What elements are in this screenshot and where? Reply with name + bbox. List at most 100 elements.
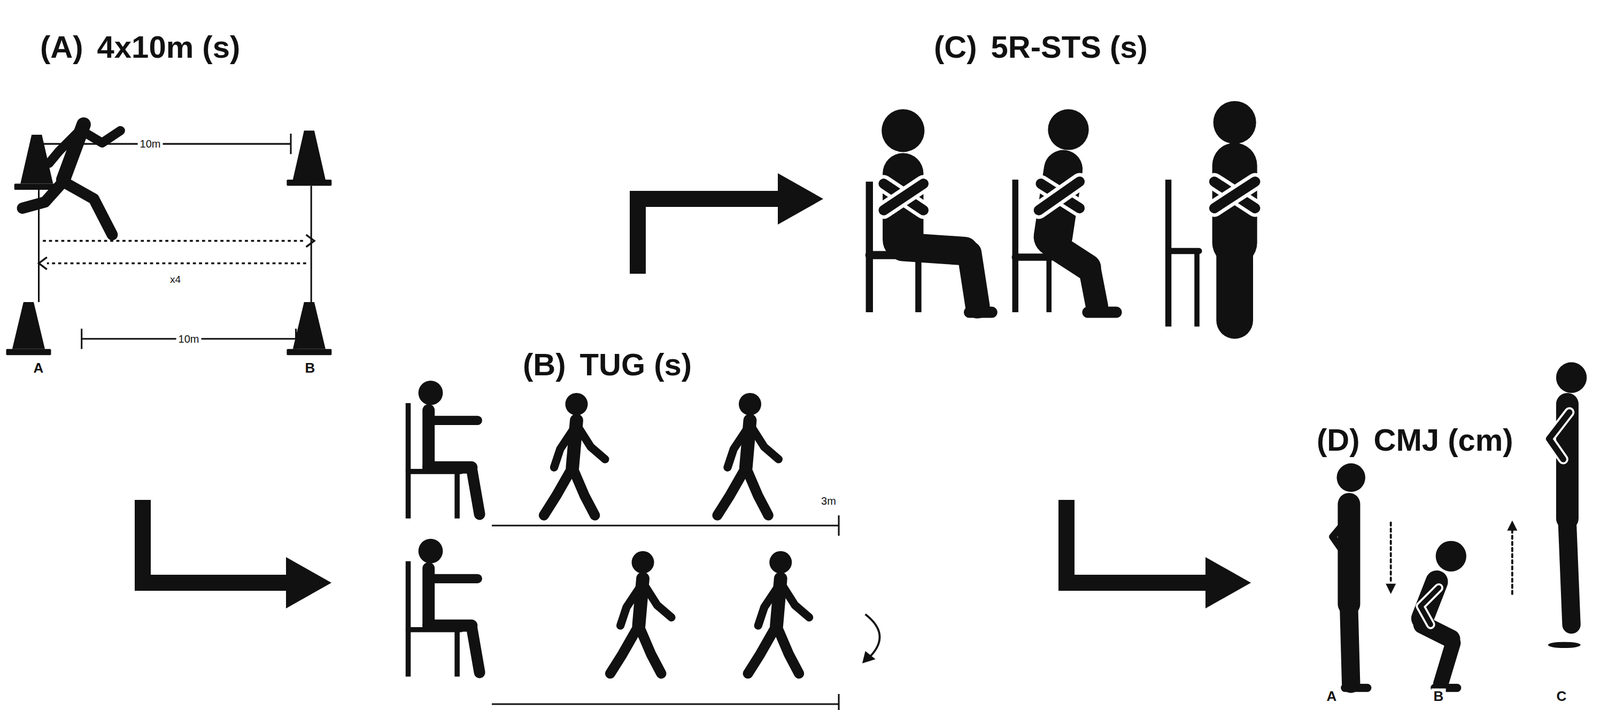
arrow-shaft (637, 198, 779, 274)
sit-to-stand-figure (1214, 181, 1255, 209)
flow-arrow (142, 499, 332, 609)
sit-to-stand-figure (915, 254, 922, 313)
jump-figure (1345, 683, 1368, 692)
distance-label: 10m (176, 333, 202, 345)
shuttle-run-figure (63, 181, 113, 235)
jump-figure (1332, 362, 1587, 689)
sit-to-stand-figure (969, 306, 992, 319)
panel-heading: (D) CMJ (cm) (1316, 422, 1514, 459)
jump-figure (1440, 643, 1453, 684)
tug-figure (491, 515, 880, 710)
sit-to-stand-figure (1213, 101, 1257, 144)
flow-arrow (637, 173, 824, 274)
shuttle-run-figure (39, 133, 315, 350)
arrow-head (286, 557, 332, 609)
shuttle-run-figure (49, 130, 80, 164)
panel-title: CMJ (cm) (1373, 422, 1514, 459)
sit-to-stand-figure (1214, 181, 1255, 209)
sit-to-stand-figure (1194, 251, 1200, 327)
jump-figure (1420, 587, 1439, 625)
shuttle-run-figure (306, 234, 315, 247)
sit-to-stand-figure (902, 246, 965, 252)
panel-letter: (D) (1316, 422, 1360, 459)
sit-to-stand-figure (883, 183, 924, 211)
arrow-head (1205, 557, 1251, 609)
shuttle-run-figure (81, 130, 121, 143)
panel-title: TUG (s) (580, 346, 692, 383)
point-letter: A (31, 360, 46, 376)
tug-figure (865, 614, 880, 657)
distance-label: x4 (167, 274, 183, 286)
tug-figure (408, 380, 880, 710)
panel-title: 5R-STS (s) (991, 29, 1148, 66)
point-letter: B (1431, 688, 1447, 705)
shuttle-run-figure (22, 91, 121, 235)
distance-label: 3m (818, 495, 839, 507)
distance-label: 10m (137, 137, 164, 150)
panel-heading: (C)5R-STS (s) (933, 29, 1148, 66)
jump-figure (1511, 530, 1514, 594)
sit-to-stand-figure (1012, 179, 1019, 313)
sit-to-stand-figure (969, 252, 978, 306)
jump-figure (1549, 412, 1570, 460)
sit-to-stand-figure (881, 109, 925, 152)
sit-to-stand-figure (869, 101, 1256, 327)
jump-figure (1549, 412, 1570, 460)
jump-figure (1567, 524, 1572, 625)
shuttle-run-figure (292, 130, 326, 180)
shuttle-run-figure (5, 349, 51, 355)
tug-figure (408, 538, 481, 677)
tug-figure (717, 392, 779, 516)
point-letter: A (1324, 688, 1340, 705)
test-panel: (D) CMJ (cm) (1250, 374, 1596, 706)
sit-to-stand-figure (1216, 252, 1254, 321)
sit-to-stand-figure (1087, 306, 1117, 319)
arrow-head (777, 173, 824, 225)
jump-figure (1389, 522, 1393, 584)
tug-figure (862, 651, 876, 664)
panel-title: 4x10m (s) (97, 29, 241, 66)
shuttle-run-figure (292, 302, 326, 350)
shuttle-run-figure (5, 130, 332, 355)
jump-figure (1435, 540, 1467, 572)
shuttle-run-figure (80, 91, 108, 119)
tug-figure (491, 693, 839, 710)
sit-to-stand-figure (1090, 269, 1097, 307)
tug-figure (491, 515, 839, 536)
jump-figure (1336, 463, 1366, 492)
jump-figure (1420, 587, 1439, 625)
shuttle-run-figure (286, 179, 332, 186)
sit-to-stand-figure (1038, 181, 1080, 211)
shuttle-run-figure (22, 181, 64, 209)
test-illustrations (5, 91, 1587, 710)
flow-arrow (1066, 499, 1251, 609)
shuttle-run-figure (39, 257, 48, 270)
sit-to-stand-figure (1214, 181, 1255, 209)
jump-figure (1506, 520, 1518, 531)
sit-to-stand-figure (883, 183, 924, 211)
tug-figure (408, 380, 481, 519)
tug-figure (609, 551, 672, 674)
sit-to-stand-figure (1212, 165, 1258, 243)
shuttle-run-figure (47, 262, 307, 265)
point-letter: C (1554, 688, 1569, 705)
arrow-shaft (142, 499, 288, 583)
sit-to-stand-figure (1046, 257, 1052, 313)
sit-to-stand-figure (1038, 181, 1080, 211)
shuttle-run-figure (5, 91, 332, 355)
sit-to-stand-figure (1214, 181, 1255, 209)
point-letter: B (303, 360, 318, 376)
shuttle-run-figure (286, 349, 332, 355)
tug-figure (747, 551, 810, 674)
panel-letter: (B) (522, 346, 567, 383)
shuttle-run-figure (42, 240, 306, 242)
panel-letter: (A) (40, 29, 84, 66)
jump-figure (1348, 609, 1351, 684)
arrow-shaft (1066, 499, 1207, 583)
test-panel: (C)5R-STS (s) (823, 21, 1294, 500)
panel-heading: (B) TUG (s) (522, 346, 692, 383)
sit-to-stand-figure (883, 183, 924, 211)
